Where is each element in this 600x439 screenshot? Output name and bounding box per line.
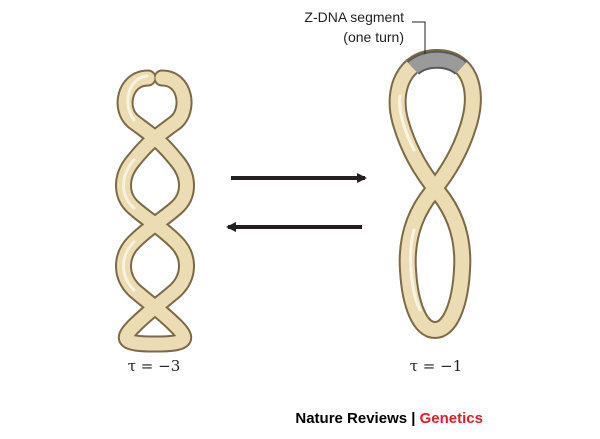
journal-credit: Nature Reviews | Genetics	[295, 410, 483, 427]
annotation-leader	[412, 21, 426, 54]
annotation-line1: Z-DNA segment	[304, 9, 404, 25]
tau-label-right: τ = −1	[410, 357, 463, 375]
credit-separator: |	[407, 410, 420, 427]
tau-label-left: τ = −3	[128, 357, 181, 375]
annotation-line2: (one turn)	[343, 29, 404, 45]
supercoil-tau-minus-3	[115, 69, 195, 353]
supercoil-tau-minus-1	[388, 21, 482, 339]
credit-section: Genetics	[420, 410, 483, 427]
credit-journal: Nature Reviews	[295, 410, 407, 427]
